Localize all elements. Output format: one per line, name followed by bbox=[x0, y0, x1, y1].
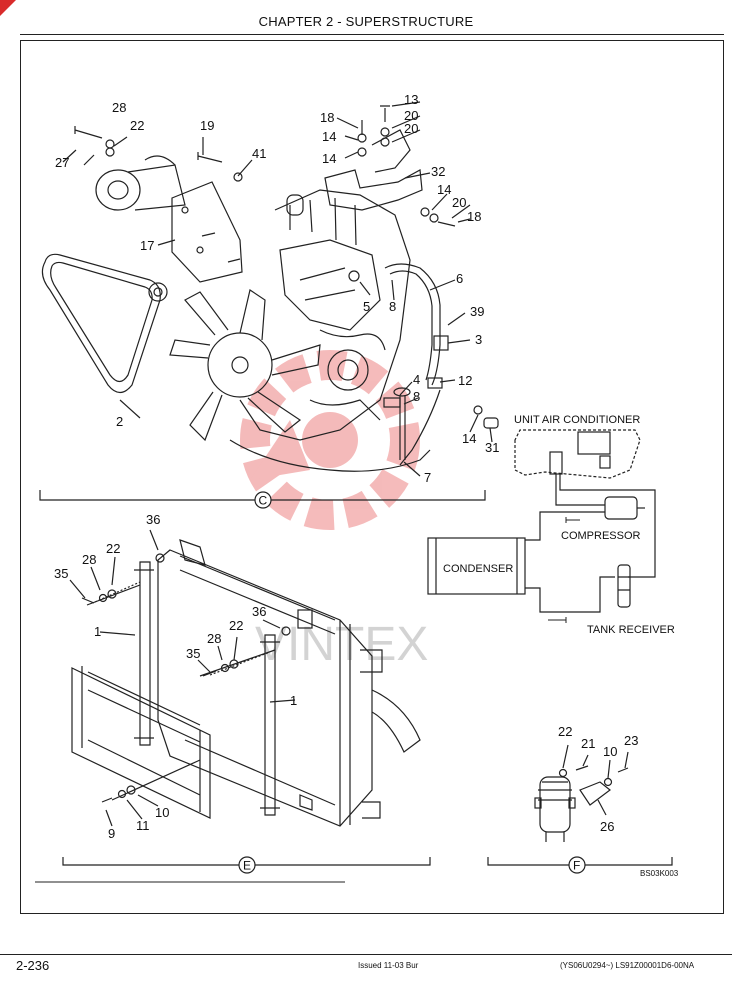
callout-e-1: 1 bbox=[94, 624, 101, 639]
callout-e-28: 28 bbox=[207, 631, 221, 646]
section-e-drawing bbox=[62, 529, 431, 866]
callout-c-13: 13 bbox=[404, 92, 418, 107]
callout-c-20: 20 bbox=[452, 195, 466, 210]
callout-c-31: 31 bbox=[485, 440, 499, 455]
callout-c-14: 14 bbox=[322, 151, 336, 166]
page-corner-tab bbox=[0, 0, 16, 16]
section-c-marker bbox=[254, 491, 272, 509]
callout-e-9: 9 bbox=[108, 826, 115, 841]
callout-c-20: 20 bbox=[404, 108, 418, 123]
callout-e-36: 36 bbox=[146, 512, 160, 527]
section-c-letter: C bbox=[259, 494, 268, 508]
callout-c-8: 8 bbox=[389, 299, 396, 314]
callout-c-5: 5 bbox=[363, 299, 370, 314]
callout-e-22: 22 bbox=[106, 541, 120, 556]
page-number: 2-236 bbox=[16, 958, 50, 973]
compressor-label: COMPRESSOR bbox=[561, 530, 641, 542]
callout-f-26: 26 bbox=[600, 819, 614, 834]
callout-f-21: 21 bbox=[581, 736, 595, 751]
callout-c-32: 32 bbox=[431, 164, 445, 179]
callout-f-10: 10 bbox=[603, 744, 617, 759]
section-c-drawing bbox=[39, 101, 499, 501]
callout-e-11: 11 bbox=[136, 818, 150, 833]
callout-c-12: 12 bbox=[458, 373, 472, 388]
callout-e-36: 36 bbox=[252, 604, 266, 619]
callout-f-23: 23 bbox=[624, 733, 638, 748]
callout-c-6: 6 bbox=[456, 271, 463, 286]
callout-e-10: 10 bbox=[155, 805, 169, 820]
callout-c-14: 14 bbox=[462, 431, 476, 446]
callout-c-28: 28 bbox=[112, 100, 126, 115]
callout-c-14: 14 bbox=[437, 182, 451, 197]
ac-schematic-drawing bbox=[427, 429, 656, 623]
document-code: (YS06U0294~) LS91Z00001D6-00NA bbox=[560, 961, 695, 970]
header-rule bbox=[20, 34, 724, 35]
callout-c-18: 18 bbox=[467, 209, 481, 224]
callout-c-7: 7 bbox=[424, 470, 431, 485]
callout-e-1: 1 bbox=[290, 693, 297, 708]
callout-e-22: 22 bbox=[229, 618, 243, 633]
callout-c-19: 19 bbox=[200, 118, 214, 133]
unit-air-conditioner-label: UNIT AIR CONDITIONER bbox=[514, 414, 640, 426]
figure-frame bbox=[20, 40, 724, 914]
callout-c-8: 8 bbox=[413, 389, 420, 404]
callout-f-22: 22 bbox=[558, 724, 572, 739]
footer-rule bbox=[0, 954, 732, 955]
watermark-logo bbox=[240, 350, 420, 530]
callout-c-2: 2 bbox=[116, 414, 123, 429]
callout-c-41: 41 bbox=[252, 146, 266, 161]
callout-c-17: 17 bbox=[140, 238, 154, 253]
tank-receiver-label: TANK RECEIVER bbox=[587, 624, 675, 636]
callout-e-28: 28 bbox=[82, 552, 96, 567]
callout-c-20: 20 bbox=[404, 121, 418, 136]
section-e-letter: E bbox=[243, 859, 251, 873]
issued-text: Issued 11-03 Bur bbox=[358, 961, 419, 970]
callout-e-35: 35 bbox=[54, 566, 68, 581]
chapter-title: CHAPTER 2 - SUPERSTRUCTURE bbox=[258, 14, 474, 29]
callout-c-39: 39 bbox=[470, 304, 484, 319]
section-f-marker bbox=[568, 856, 586, 874]
section-e-marker bbox=[238, 856, 256, 874]
callout-c-22: 22 bbox=[130, 118, 144, 133]
section-f-drawing bbox=[487, 744, 673, 866]
callout-c-14: 14 bbox=[322, 129, 336, 144]
callout-e-35: 35 bbox=[186, 646, 200, 661]
callout-c-4: 4 bbox=[413, 372, 420, 387]
callout-c-3: 3 bbox=[475, 332, 482, 347]
callout-c-18: 18 bbox=[320, 110, 334, 125]
watermark-text: VINTEX bbox=[255, 618, 428, 671]
callout-c-27: 27 bbox=[55, 155, 69, 170]
figure-code: BS03K003 bbox=[640, 869, 679, 878]
section-f-letter: F bbox=[573, 859, 580, 873]
condenser-label: CONDENSER bbox=[443, 563, 513, 575]
